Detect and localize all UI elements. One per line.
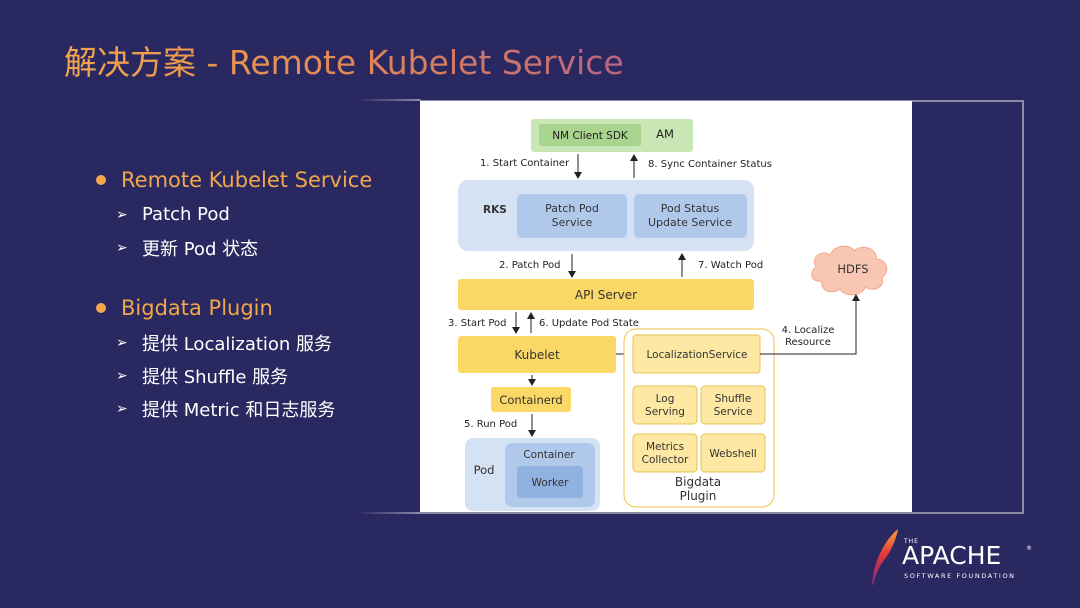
edge-run-pod-label: 5. Run Pod	[464, 419, 517, 430]
edge-patch-pod-label: 2. Patch Pod	[499, 260, 561, 271]
sub-bullet: ➢ Patch Pod	[116, 198, 416, 231]
hdfs-label: HDFS	[837, 262, 868, 276]
edge-sync-status-label: 8. Sync Container Status	[648, 159, 772, 170]
edge-start-container-label: 1. Start Container	[480, 158, 570, 169]
am-label: AM	[656, 127, 674, 141]
arrow-bullet-icon: ➢	[116, 367, 128, 384]
edge-start-pod-label: 3. Start Pod	[448, 318, 506, 329]
worker-label: Worker	[532, 477, 570, 489]
sub-bullet: ➢ 提供 Localization 服务	[116, 326, 416, 359]
sub-bullet-text: 提供 Shuffle 服务	[142, 366, 289, 388]
bullet-heading-rks: Remote Kubelet Service	[96, 168, 416, 192]
kubelet-label: Kubelet	[514, 348, 560, 362]
bullet-heading-text: Bigdata Plugin	[121, 296, 273, 320]
arrow-bullet-icon: ➢	[116, 400, 128, 417]
logo-subtitle: SOFTWARE FOUNDATION	[904, 572, 1016, 580]
sub-bullet: ➢ 提供 Metric 和日志服务	[116, 392, 416, 425]
container-label: Container	[523, 449, 575, 461]
sub-bullet: ➢ 更新 Pod 状态	[116, 231, 416, 264]
bullet-list: Remote Kubelet Service ➢ Patch Pod ➢ 更新 …	[96, 168, 416, 425]
localization-service-label: LocalizationService	[647, 349, 748, 361]
shuffle-service-line1: Shuffle	[715, 393, 752, 405]
edge-localize-line1: 4. Localize	[782, 325, 835, 336]
bullet-dot-icon	[96, 303, 106, 313]
sub-bullet-text: Patch Pod	[142, 204, 230, 225]
arrow-bullet-icon: ➢	[116, 239, 128, 256]
sub-bullet-text: 更新 Pod 状态	[142, 238, 259, 260]
pod-status-service-line1: Pod Status	[661, 202, 720, 215]
rks-label: RKS	[483, 204, 507, 216]
webshell-label: Webshell	[709, 448, 756, 460]
bullet-dot-icon	[96, 175, 106, 185]
sub-bullet-text: 提供 Localization 服务	[142, 333, 333, 355]
pod-status-service-line2: Update Service	[648, 216, 732, 229]
logo-registered: ®	[1026, 545, 1032, 552]
architecture-svg: NM Client SDK AM 1. Start Container 8. S…	[448, 119, 888, 511]
sub-bullet: ➢ 提供 Shuffle 服务	[116, 359, 416, 392]
rks-node: RKS Patch Pod Service Pod Status Update …	[458, 180, 754, 251]
apache-logo: THE APACHE ® SOFTWARE FOUNDATION	[868, 527, 1038, 587]
edge-localize-resource	[760, 294, 860, 355]
shuffle-service-line2: Service	[714, 406, 753, 418]
containerd-label: Containerd	[499, 393, 562, 407]
bigdata-plugin-line1: Bigdata	[675, 475, 721, 489]
api-server-node: API Server	[458, 279, 754, 310]
bigdata-plugin-group: LocalizationService Log Serving Shuffle …	[623, 328, 775, 508]
patch-pod-service-line2: Service	[552, 216, 593, 229]
bullet-heading-bigdata: Bigdata Plugin	[96, 296, 416, 320]
frame-line	[355, 99, 421, 101]
containerd-node: Containerd	[491, 387, 571, 412]
hdfs-node: HDFS	[811, 245, 888, 296]
log-serving-line2: Serving	[645, 406, 685, 418]
arrow-bullet-icon: ➢	[116, 334, 128, 351]
bullet-heading-text: Remote Kubelet Service	[121, 168, 373, 192]
pod-label: Pod	[474, 463, 495, 477]
edge-localize-line2: Resource	[785, 337, 831, 348]
am-sdk-label: NM Client SDK	[552, 130, 629, 142]
apache-feather-icon	[871, 529, 898, 585]
logo-the: THE	[904, 538, 919, 545]
arrow-bullet-icon: ➢	[116, 206, 128, 223]
slide-title: 解决方案 - Remote Kubelet Service	[64, 36, 624, 84]
log-serving-line1: Log	[656, 393, 675, 405]
bigdata-plugin-line2: Plugin	[680, 489, 717, 503]
patch-pod-service-line1: Patch Pod	[545, 202, 599, 215]
api-server-label: API Server	[575, 288, 637, 302]
sub-bullet-text: 提供 Metric 和日志服务	[142, 399, 336, 421]
pod-node: Pod Container Worker	[465, 438, 600, 511]
metrics-collector-line1: Metrics	[646, 441, 684, 453]
logo-word: APACHE	[902, 541, 1002, 570]
kubelet-node: Kubelet	[458, 336, 616, 373]
architecture-diagram: NM Client SDK AM 1. Start Container 8. S…	[420, 101, 912, 512]
edge-watch-pod-label: 7. Watch Pod	[698, 260, 763, 271]
am-node: NM Client SDK AM	[531, 119, 693, 152]
edge-update-pod-state-label: 6. Update Pod State	[539, 318, 639, 329]
metrics-collector-line2: Collector	[642, 454, 689, 466]
frame-line	[355, 512, 421, 514]
